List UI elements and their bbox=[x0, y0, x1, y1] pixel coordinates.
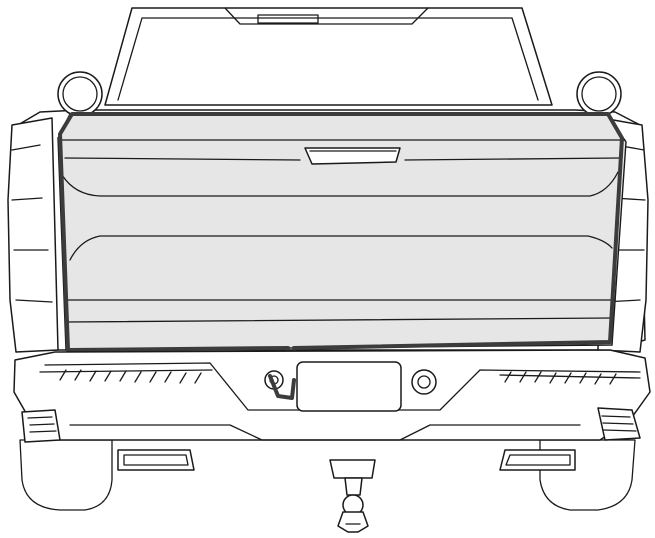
tailgate-handle[interactable] bbox=[304, 147, 401, 165]
license-plate-recess bbox=[264, 361, 437, 412]
under-bumper-light-right bbox=[499, 449, 576, 471]
under-bumper-light-left bbox=[117, 449, 195, 471]
hitch-receiver bbox=[329, 459, 376, 533]
cab-rear-window bbox=[104, 7, 553, 106]
tire-left bbox=[19, 439, 113, 511]
cargo-lamp-right bbox=[576, 71, 622, 117]
cable-icon bbox=[268, 374, 296, 400]
cargo-lamp-left bbox=[57, 71, 103, 117]
tire-right bbox=[539, 439, 636, 511]
tailgate-highlight-outline bbox=[58, 112, 624, 392]
tail-light-left bbox=[7, 117, 59, 353]
